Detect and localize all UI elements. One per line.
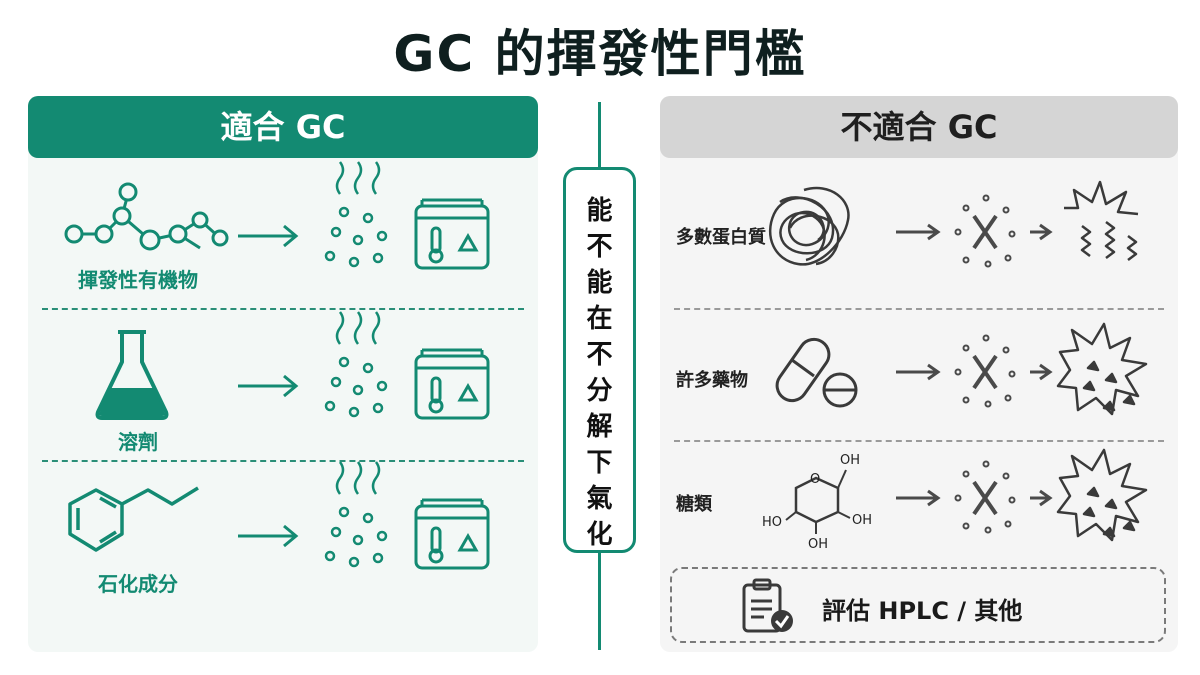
protein-tangle-icon bbox=[768, 187, 850, 266]
row-divider bbox=[42, 460, 524, 462]
burst-icon bbox=[1064, 180, 1139, 261]
hplc-suggestion-box: 評估 HPLC / 其他 bbox=[670, 567, 1166, 643]
flow-row-petrochemical bbox=[238, 461, 490, 570]
center-char: 下 bbox=[586, 448, 613, 478]
center-char: 化 bbox=[586, 520, 613, 550]
row-label: 揮發性有機物 bbox=[78, 268, 198, 292]
sugar-oh-label: OH bbox=[840, 453, 860, 468]
row-divider bbox=[674, 308, 1164, 310]
sugar-oh-label: OH bbox=[808, 537, 828, 552]
center-char: 解 bbox=[586, 412, 613, 442]
suitable-header: 適合 GC bbox=[28, 96, 538, 158]
center-char: 能 bbox=[586, 268, 613, 298]
breakdown-x-icon bbox=[954, 194, 1016, 268]
suitable-row-voc: 揮發性有機物 bbox=[28, 160, 538, 308]
flow-row-solvent bbox=[238, 311, 490, 420]
center-char: 氣 bbox=[586, 484, 613, 514]
sugar-ho-label: HO bbox=[762, 515, 782, 530]
row-divider bbox=[42, 308, 524, 310]
suitable-row-solvent: 溶劑 bbox=[28, 310, 538, 458]
row-label: 石化成分 bbox=[98, 572, 178, 596]
row-label: 糖類 bbox=[676, 494, 712, 515]
molecule-icon bbox=[64, 182, 229, 251]
pills-icon bbox=[775, 337, 858, 408]
row-label: 溶劑 bbox=[118, 430, 158, 454]
row-label: 多數蛋白質 bbox=[676, 227, 766, 248]
ring-oxygen-label: O bbox=[810, 472, 820, 487]
unsuitable-header: 不適合 GC bbox=[660, 96, 1178, 158]
center-char: 不 bbox=[586, 340, 613, 370]
suitable-panel: 適合 GC 揮發性有機物 bbox=[28, 96, 538, 652]
benzene-icon bbox=[68, 486, 199, 552]
clipboard-check-icon bbox=[742, 578, 793, 633]
sugar-oh-label: OH bbox=[852, 513, 872, 528]
flask-icon bbox=[95, 330, 169, 420]
flow-row-voc bbox=[238, 161, 490, 270]
page-title: GC 的揮發性門檻 bbox=[393, 25, 807, 83]
unsuitable-flow-graphics: O OH HO OH OH bbox=[762, 180, 1148, 552]
center-question-box: 能 不 能 在 不 分 解 下 氣 化 bbox=[563, 167, 636, 553]
row-label: 許多藥物 bbox=[676, 370, 748, 391]
hplc-suggestion-text: 評估 HPLC / 其他 bbox=[822, 597, 1023, 625]
sugar-ring-icon: O OH HO OH OH bbox=[762, 453, 872, 552]
suitable-flow-graphics bbox=[238, 161, 490, 570]
unsuitable-panel: 不適合 GC 多數蛋白質 許多藥物 糖類 bbox=[660, 96, 1178, 652]
center-char: 在 bbox=[586, 304, 613, 334]
row-divider bbox=[674, 440, 1164, 442]
center-char: 分 bbox=[586, 376, 613, 406]
center-char: 不 bbox=[586, 232, 613, 262]
center-char: 能 bbox=[586, 196, 613, 226]
suitable-row-petrochemical: 石化成分 bbox=[28, 462, 538, 610]
